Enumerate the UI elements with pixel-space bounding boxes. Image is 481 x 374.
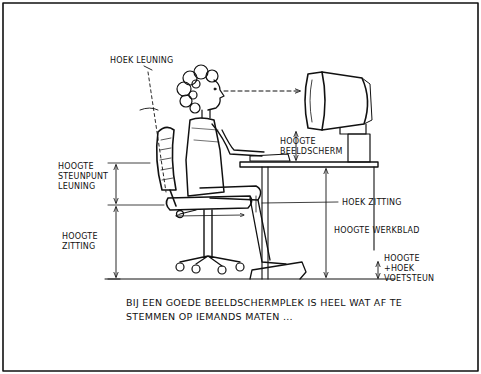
dimension-label: HOOGTE BEELDSCHERM	[280, 137, 343, 157]
caption: BIJ EEN GOEDE BEELDSCHERMPLEK IS HEEL WA…	[126, 296, 426, 324]
dimension-label: HOEK LEUNING	[110, 56, 173, 66]
dimension-label: HOOGTE WERKBLAD	[334, 226, 420, 236]
dimension-label: HOOGTE STEUNPUNT LEUNING	[58, 162, 108, 192]
dimension-label: HOOGTE +HOEK VOETSTEUN	[384, 254, 448, 284]
dimension-label: HOEK ZITTING	[342, 198, 402, 208]
dimension-label: HOOGTE ZITTING	[62, 232, 98, 252]
